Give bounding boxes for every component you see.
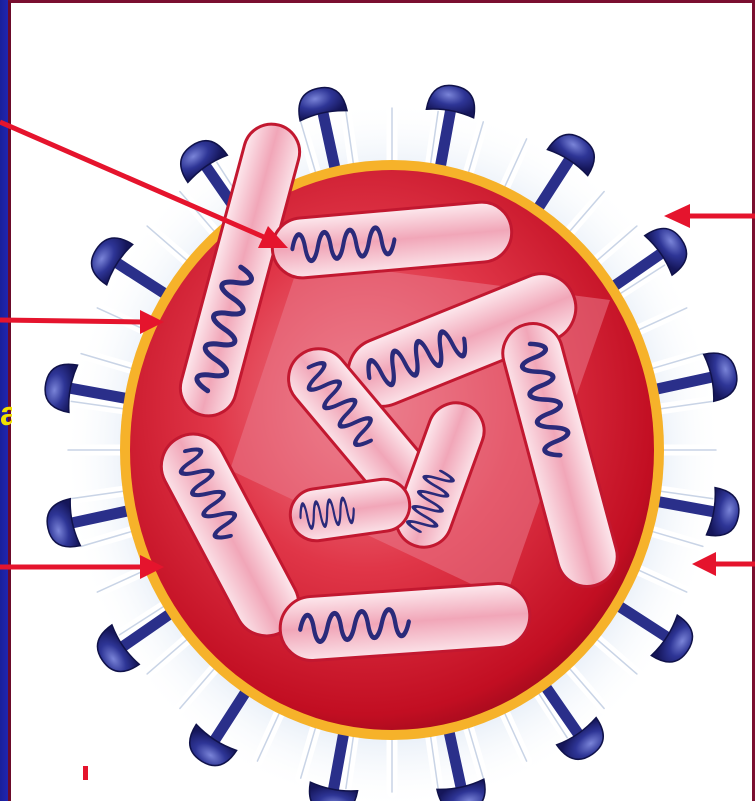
- arrow-to-spike-protein: [664, 204, 755, 228]
- bottom-tick-mark: [83, 766, 88, 780]
